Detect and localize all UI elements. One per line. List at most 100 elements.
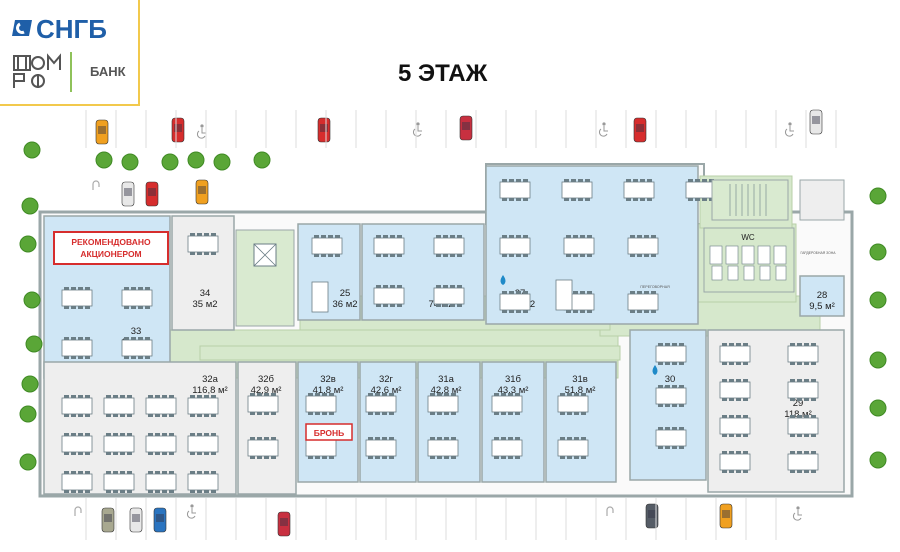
chair <box>567 412 572 415</box>
chair <box>702 198 707 201</box>
car-window <box>104 514 112 522</box>
chair <box>120 414 125 417</box>
accessibility-icon <box>788 122 792 126</box>
chair <box>190 395 195 398</box>
desk-cluster <box>305 439 337 457</box>
desk-cluster <box>365 395 397 413</box>
chair <box>190 414 195 417</box>
chair <box>804 415 809 418</box>
chair <box>382 456 387 459</box>
chair <box>64 471 69 474</box>
chair <box>494 393 499 396</box>
chair <box>148 433 153 436</box>
chair <box>85 337 90 340</box>
chair <box>679 343 684 346</box>
desk-cluster <box>563 237 595 255</box>
chair <box>515 456 520 459</box>
chair <box>197 252 202 255</box>
desk-cluster <box>499 293 531 311</box>
room-31в <box>545 361 617 483</box>
room-number: 33 <box>131 326 142 337</box>
water-drop-icon <box>500 275 506 285</box>
desk-cluster <box>373 287 405 305</box>
chair <box>211 433 216 436</box>
chair <box>390 254 395 257</box>
chair <box>190 433 195 436</box>
chair <box>672 446 677 449</box>
chair <box>443 235 448 238</box>
desk-cluster <box>187 235 219 253</box>
desk-cluster <box>491 439 523 457</box>
chair <box>515 437 520 440</box>
chair <box>658 362 663 365</box>
chair <box>804 343 809 346</box>
chair <box>71 471 76 474</box>
chair <box>587 291 592 294</box>
wc-stall <box>759 265 771 281</box>
chair <box>502 198 507 201</box>
desk-cluster <box>787 417 819 435</box>
chair <box>567 456 572 459</box>
room-area: 118 м² <box>784 409 811 420</box>
room-area: 35 м2 <box>192 299 217 310</box>
chair <box>376 304 381 307</box>
chair <box>211 452 216 455</box>
chair <box>797 379 802 382</box>
chair <box>633 179 638 182</box>
chair <box>573 310 578 313</box>
room-area: 116,8 м² <box>192 385 227 396</box>
chair <box>314 235 319 238</box>
chair <box>581 437 586 440</box>
chair <box>162 433 167 436</box>
chair <box>250 393 255 396</box>
water-drop-icon <box>652 365 658 375</box>
chair <box>501 412 506 415</box>
car-icon <box>277 511 291 537</box>
chair <box>508 393 513 396</box>
chair <box>120 433 125 436</box>
chair <box>430 456 435 459</box>
chair <box>322 456 327 459</box>
chair <box>71 433 76 436</box>
desk-cluster <box>623 181 655 199</box>
chair <box>190 490 195 493</box>
desk-cluster <box>627 293 659 311</box>
tree-icon <box>869 187 887 205</box>
corridor <box>199 345 621 361</box>
chair <box>148 471 153 474</box>
desk-cluster <box>145 473 177 491</box>
chair <box>797 434 802 437</box>
desk-cluster <box>427 395 459 413</box>
chair <box>190 233 195 236</box>
chair <box>71 490 76 493</box>
chair <box>383 304 388 307</box>
chair <box>637 291 642 294</box>
chair <box>797 451 802 454</box>
desk-cluster <box>719 453 751 471</box>
chair <box>113 490 118 493</box>
accessibility-icon <box>602 122 606 126</box>
chair <box>155 414 160 417</box>
chair <box>560 456 565 459</box>
chair <box>169 433 174 436</box>
chair <box>523 179 528 182</box>
room-number: 34 <box>200 288 211 299</box>
tree-icon <box>869 451 887 469</box>
chair <box>250 456 255 459</box>
room-area: 9,5 м² <box>809 301 835 312</box>
logo-sngb-text: СНГБ <box>36 14 107 44</box>
room-32г <box>359 361 417 483</box>
wc-stall <box>757 245 771 265</box>
chair <box>257 393 262 396</box>
chair <box>106 471 111 474</box>
chair <box>647 198 652 201</box>
chair <box>644 291 649 294</box>
chair <box>131 356 136 359</box>
chair <box>508 437 513 440</box>
chair <box>106 395 111 398</box>
tree-icon <box>253 151 271 169</box>
chair <box>131 306 136 309</box>
desk-cluster <box>61 435 93 453</box>
chair <box>644 235 649 238</box>
